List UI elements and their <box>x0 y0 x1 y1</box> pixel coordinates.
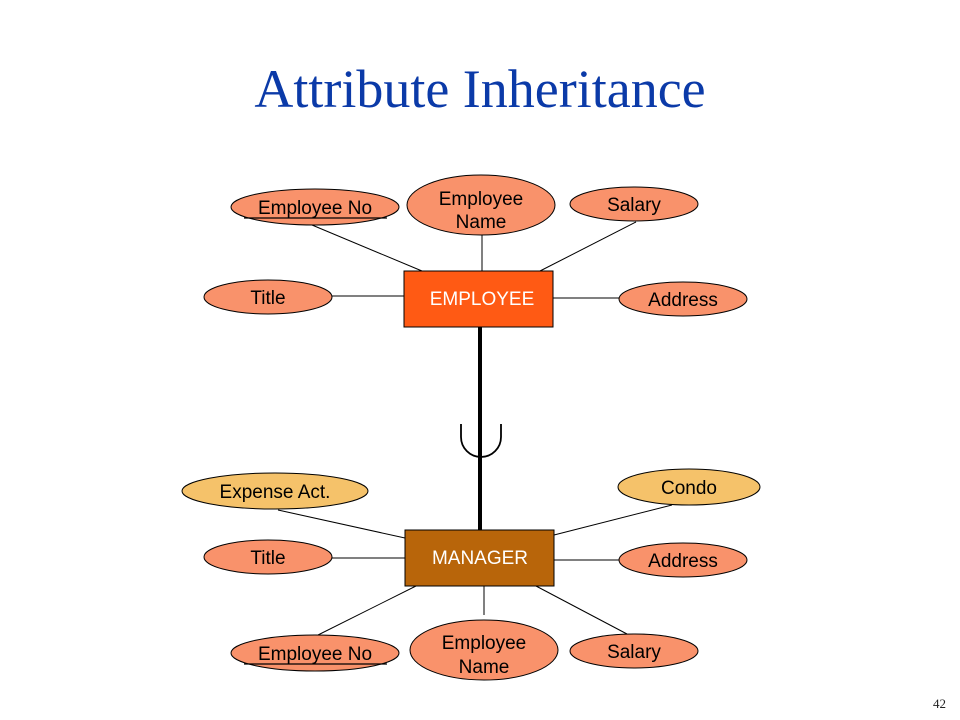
attribute-label: Salary <box>607 642 661 663</box>
connector-salary <box>535 585 628 635</box>
attribute-label-line1: Employee <box>442 633 527 654</box>
attribute-label: Title <box>250 288 285 309</box>
attribute-address: Address <box>618 281 748 317</box>
connector-expense-act <box>277 509 406 539</box>
entity-label: EMPLOYEE <box>430 289 535 310</box>
attribute-title: Title <box>203 539 333 575</box>
attribute-label-line2: Name <box>459 657 510 678</box>
attribute-expense-act: Expense Act. <box>181 472 369 510</box>
manager-connectors <box>277 504 673 636</box>
attribute-label: Salary <box>607 195 661 216</box>
entity-employee: EMPLOYEE <box>403 270 554 328</box>
page-number: 42 <box>933 696 946 711</box>
connector-employee-no <box>311 224 423 272</box>
attribute-label: Employee No <box>258 644 372 665</box>
manager-attributes: Expense Act. Condo Title Address Employe… <box>181 468 761 681</box>
attribute-address: Address <box>618 542 748 578</box>
attribute-employee-name: Employee Name <box>409 619 559 681</box>
attribute-label-line1: Employee <box>439 189 524 210</box>
employee-connectors <box>311 221 637 299</box>
connector-employee-no <box>317 585 417 636</box>
attribute-salary: Salary <box>569 633 699 669</box>
attribute-condo: Condo <box>617 468 761 506</box>
attribute-salary: Salary <box>569 186 699 222</box>
entity-label: MANAGER <box>432 548 528 569</box>
slide-title: Attribute Inheritance <box>254 59 706 119</box>
attribute-employee-name: Employee Name <box>406 174 556 236</box>
inheritance-link <box>460 327 502 530</box>
attribute-label: Address <box>648 290 718 311</box>
connector-condo <box>553 504 673 536</box>
entity-manager: MANAGER <box>404 529 555 587</box>
attribute-employee-no: Employee No <box>230 634 400 672</box>
attribute-title: Title <box>203 279 333 315</box>
attribute-label: Expense Act. <box>220 482 331 503</box>
attribute-label: Address <box>648 551 718 572</box>
subset-icon <box>460 424 502 458</box>
attribute-label: Title <box>250 548 285 569</box>
attribute-label: Employee No <box>258 198 372 219</box>
attribute-employee-no: Employee No <box>230 188 400 226</box>
attribute-label-line2: Name <box>456 212 507 233</box>
attribute-label: Condo <box>661 478 717 499</box>
employee-attributes: Employee No Employee Name Salary Title A… <box>203 174 748 317</box>
connector-salary <box>539 221 637 272</box>
